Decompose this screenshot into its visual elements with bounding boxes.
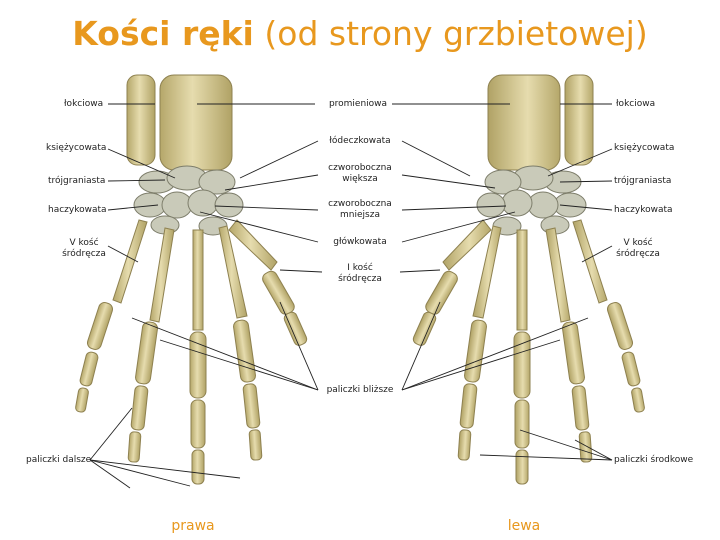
- diagram-title: Kości ręki (od strony grzbietowej): [0, 14, 720, 53]
- label-ksiezycowata-right: księżycowata: [614, 143, 675, 153]
- label-paliczki-blizsze: paliczki bliższe: [326, 385, 394, 395]
- caption-prawa: prawa: [171, 518, 215, 534]
- label-czworoboczna-wieksza: czworoboczna większa: [328, 163, 392, 184]
- label-haczykowata-right: haczykowata: [614, 205, 673, 215]
- label-v-kosc-left: V kość śródręcza: [62, 238, 106, 259]
- label-lodeczkowata: łódeczkowata: [329, 136, 391, 146]
- left-hand: [411, 74, 646, 485]
- title-sub: (od strony grzbietowej): [264, 14, 648, 53]
- caption-lewa: lewa: [507, 518, 541, 534]
- label-paliczki-dalsze: paliczki dalsze: [26, 455, 92, 465]
- label-v-kosc-right: V kość śródręcza: [616, 238, 660, 259]
- title-main: Kości ręki: [72, 14, 254, 53]
- label-ksiezycowata-left: księżycowata: [46, 143, 107, 153]
- label-lokciowa-left: łokciowa: [64, 99, 104, 109]
- leader-lines: [89, 103, 613, 489]
- label-haczykowata-left: haczykowata: [48, 205, 107, 215]
- label-lokciowa-right: łokciowa: [616, 99, 656, 109]
- label-glowkowata: główkowata: [333, 237, 387, 247]
- label-i-kosc: I kość śródręcza: [338, 263, 382, 284]
- label-czworoboczna-mniejsza: czworoboczna mniejsza: [328, 199, 392, 220]
- label-trojgraniasta-right: trójgraniasta: [614, 176, 672, 186]
- label-promieniowa: promieniowa: [328, 99, 388, 109]
- label-paliczki-srodkowe: paliczki środkowe: [614, 455, 694, 465]
- right-hand: [74, 74, 309, 485]
- label-trojgraniasta-left: trójgraniasta: [48, 176, 106, 186]
